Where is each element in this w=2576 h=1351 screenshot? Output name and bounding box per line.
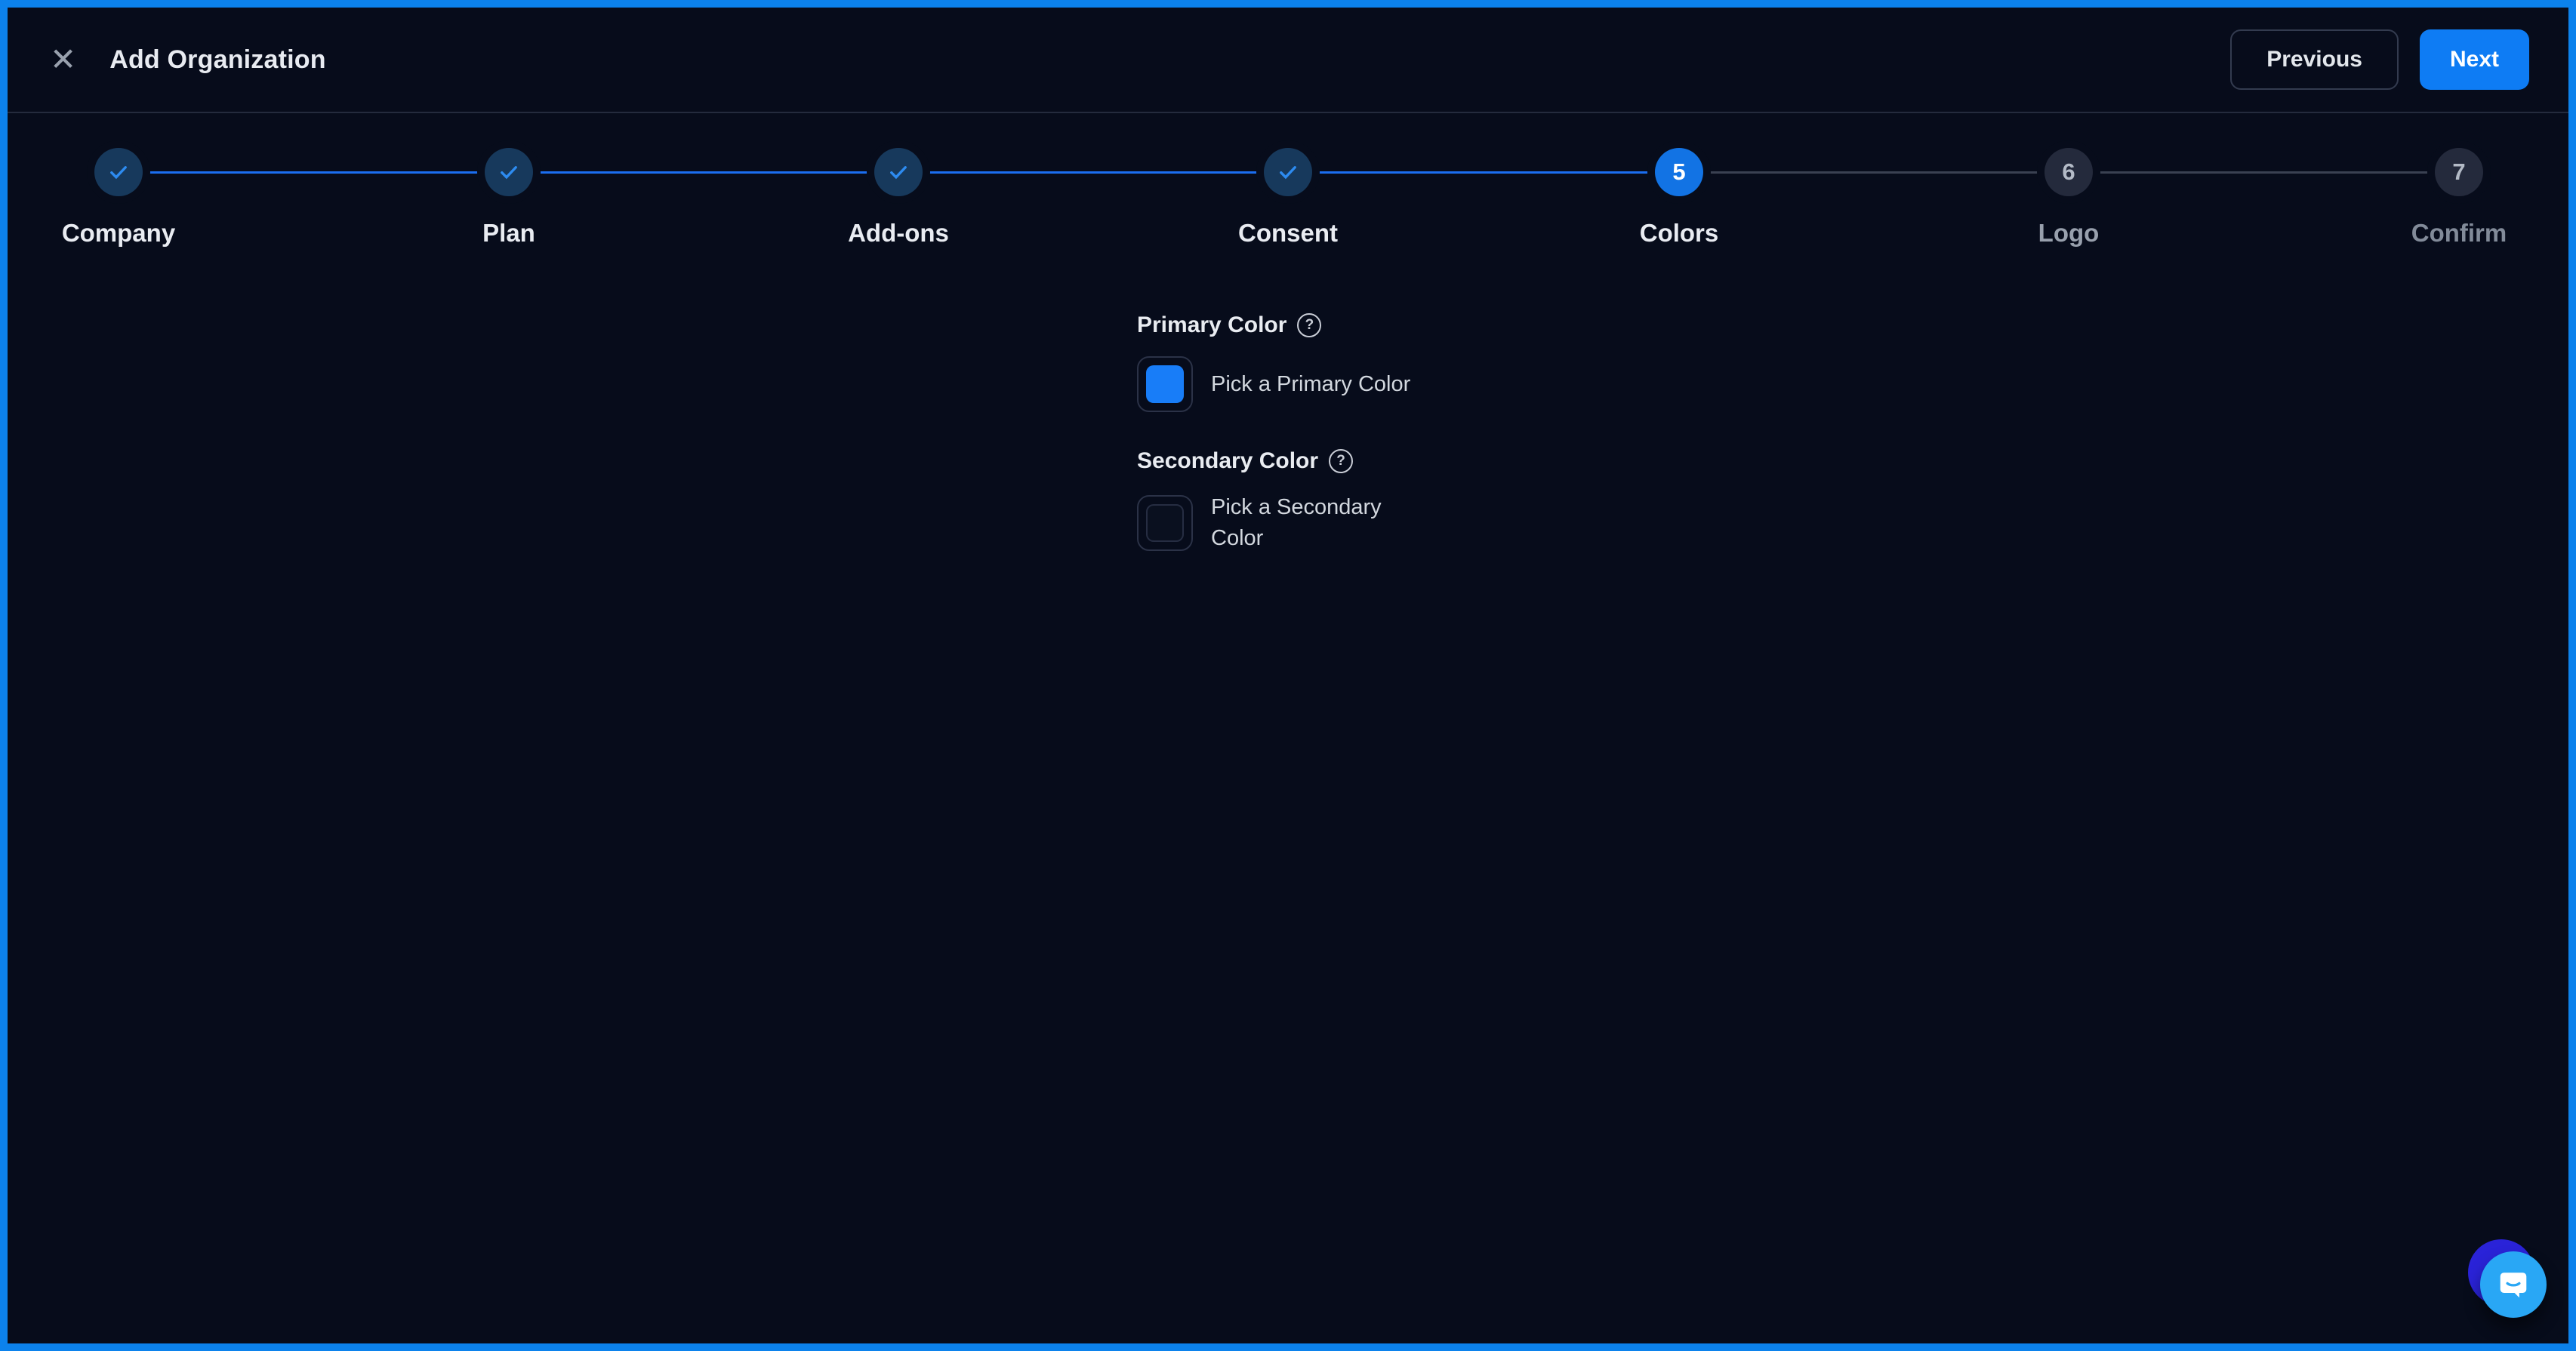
next-button[interactable]: Next bbox=[2419, 29, 2529, 90]
step-circle-active[interactable]: 5 bbox=[1655, 148, 1703, 196]
step-circle-upcoming[interactable]: 7 bbox=[2435, 148, 2483, 196]
step-circle-completed[interactable] bbox=[94, 148, 143, 196]
secondary-color-picker-row: Pick a Secondary Color bbox=[1137, 492, 1439, 553]
dialog-header: ✕ Add Organization Previous Next bbox=[8, 8, 2568, 113]
secondary-color-picker-text[interactable]: Pick a Secondary Color bbox=[1211, 495, 1382, 550]
check-icon bbox=[501, 166, 517, 180]
stepper-step-colors[interactable]: 5 Colors bbox=[1558, 148, 1800, 248]
secondary-color-swatch-button[interactable] bbox=[1137, 494, 1193, 551]
check-icon bbox=[1280, 166, 1296, 180]
step-circle-completed[interactable] bbox=[874, 148, 923, 196]
help-icon[interactable]: ? bbox=[1297, 313, 1322, 337]
check-icon bbox=[890, 166, 907, 180]
stepper-step-add-ons[interactable]: Add-ons bbox=[778, 148, 1019, 248]
chat-launcher-button[interactable] bbox=[2468, 1239, 2547, 1318]
step-label: Add-ons bbox=[848, 219, 949, 247]
secondary-color-swatch bbox=[1146, 503, 1184, 542]
primary-color-label: Primary Color bbox=[1137, 312, 1287, 337]
stepper-step-plan[interactable]: Plan bbox=[388, 148, 630, 248]
stepper-step-company[interactable]: Company bbox=[8, 148, 239, 248]
primary-color-picker-text[interactable]: Pick a Primary Color bbox=[1211, 371, 1411, 396]
colors-step-form: Primary Color ? Pick a Primary Color Sec… bbox=[1137, 312, 1439, 589]
stepper-step-consent[interactable]: Consent bbox=[1167, 148, 1409, 248]
step-circle-completed[interactable] bbox=[485, 148, 533, 196]
chat-launcher-circle[interactable] bbox=[2480, 1251, 2547, 1318]
chat-bubble-icon bbox=[2500, 1273, 2527, 1298]
wizard-nav-buttons: Previous Next bbox=[2230, 29, 2529, 90]
secondary-color-label: Secondary Color bbox=[1137, 448, 1319, 473]
step-number: 7 bbox=[2452, 158, 2466, 185]
add-organization-dialog: ✕ Add Organization Previous Next Company bbox=[8, 8, 2568, 1343]
primary-color-swatch bbox=[1146, 365, 1184, 403]
wizard-stepper: Company Plan Add-ons Consent bbox=[8, 8, 2568, 309]
step-label: Confirm bbox=[2411, 219, 2507, 247]
step-label: Logo bbox=[2038, 219, 2100, 247]
close-icon[interactable]: ✕ bbox=[47, 41, 79, 78]
help-icon[interactable]: ? bbox=[1329, 449, 1354, 473]
primary-color-swatch-button[interactable] bbox=[1137, 356, 1193, 412]
secondary-color-field: Secondary Color ? Pick a Secondary Color bbox=[1137, 448, 1439, 553]
step-label: Colors bbox=[1639, 219, 1719, 247]
step-circle-upcoming[interactable]: 6 bbox=[2044, 148, 2093, 196]
secondary-color-label-row: Secondary Color ? bbox=[1137, 448, 1439, 474]
step-circle-completed[interactable] bbox=[1264, 148, 1312, 196]
primary-color-label-row: Primary Color ? bbox=[1137, 312, 1439, 338]
primary-color-picker-row: Pick a Primary Color bbox=[1137, 356, 1439, 412]
check-icon bbox=[110, 166, 127, 180]
previous-button[interactable]: Previous bbox=[2230, 29, 2399, 90]
stepper-step-confirm[interactable]: 7 Confirm bbox=[2338, 148, 2568, 248]
step-label: Company bbox=[61, 219, 176, 247]
step-number: 6 bbox=[2062, 158, 2075, 185]
dialog-title: Add Organization bbox=[109, 45, 326, 74]
step-label: Consent bbox=[1238, 219, 1338, 247]
step-label: Plan bbox=[482, 219, 535, 247]
stepper-step-logo[interactable]: 6 Logo bbox=[1948, 148, 2189, 248]
primary-color-field: Primary Color ? Pick a Primary Color bbox=[1137, 312, 1439, 412]
step-number: 5 bbox=[1672, 158, 1686, 185]
